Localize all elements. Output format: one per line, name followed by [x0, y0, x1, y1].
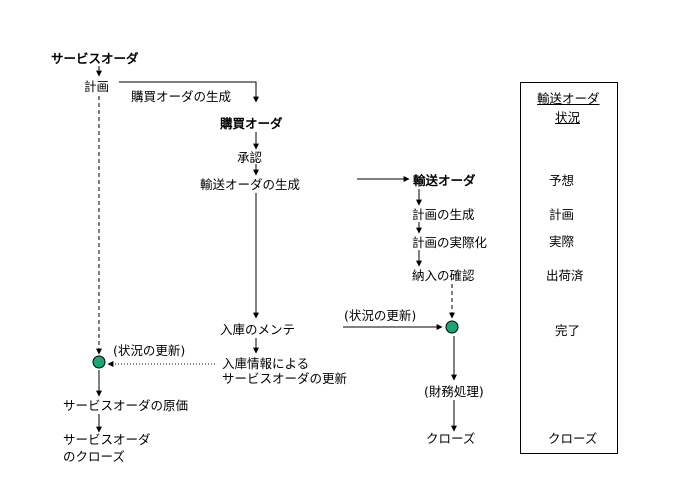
status-panel	[520, 82, 618, 454]
label-close: クローズ	[426, 431, 476, 446]
label-service-order-cost: サービスオーダの原価	[63, 398, 189, 413]
status-node-left	[92, 355, 106, 369]
label-financial-processing: (財務処理)	[424, 384, 484, 399]
label-to-generation: 輸送オーダの生成	[200, 177, 301, 192]
label-status-update-left: (状況の更新)	[113, 343, 186, 358]
label-gr-info-1: 入庫情報による	[222, 356, 310, 371]
label-transport-order: 輸送オーダ	[413, 173, 476, 188]
status-panel-title-1: 輸送オーダ	[537, 91, 600, 106]
label-plan: 計画	[84, 79, 110, 94]
status-actual: 実際	[549, 234, 575, 249]
label-purchase-order: 購買オーダ	[220, 116, 283, 131]
status-expected: 予想	[549, 173, 575, 188]
status-panel-title-2: 状況	[555, 110, 581, 125]
label-status-update-right: (状況の更新)	[344, 308, 417, 323]
status-planned: 計画	[549, 207, 575, 222]
status-shipped: 出荷済	[546, 268, 584, 283]
status-closed: クローズ	[548, 431, 598, 446]
label-delivery-confirm: 納入の確認	[412, 268, 475, 283]
label-goods-receipt-maint: 入庫のメンテ	[220, 322, 296, 337]
status-node-right	[445, 320, 459, 334]
label-plan-realization: 計画の実際化	[412, 235, 488, 250]
arrow-plan-to-po	[119, 81, 259, 103]
label-gr-info-2: サービスオーダの更新	[222, 371, 348, 386]
label-plan-generation: 計画の生成	[412, 207, 475, 222]
label-service-order-close-1: サービスオーダ	[63, 432, 151, 447]
label-po-generation: 購買オーダの生成	[131, 89, 232, 104]
label-approval: 承認	[237, 150, 263, 165]
status-completed: 完了	[555, 323, 581, 338]
label-service-order: サービスオーダ	[51, 51, 139, 66]
label-service-order-close-2: のクローズ	[63, 449, 125, 464]
